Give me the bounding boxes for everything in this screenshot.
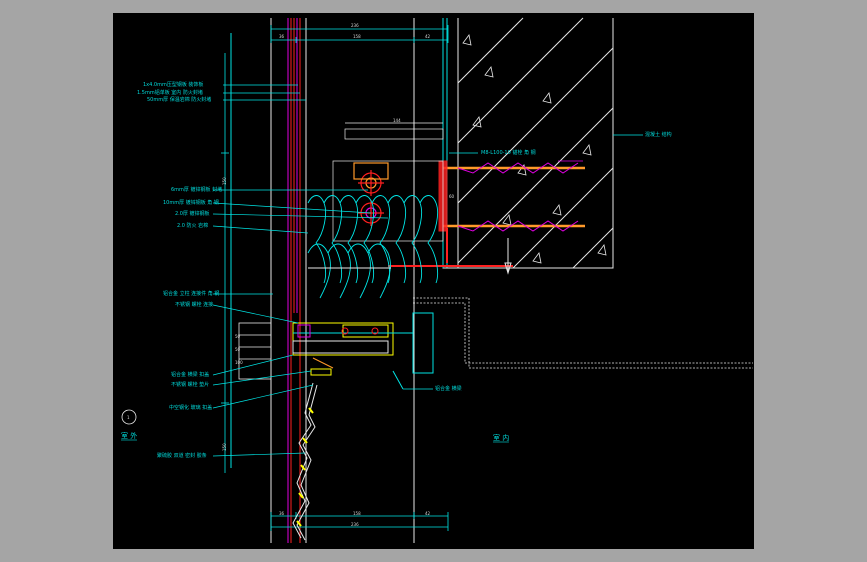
label-outside: 室 外 — [121, 431, 137, 440]
side-dimension — [221, 53, 229, 473]
concrete-slab — [442, 17, 614, 269]
dim-bottom-right: 42 — [425, 511, 431, 516]
label-note-top-1: 1x4.0mm压型钢板 装饰板 — [143, 81, 203, 88]
label-anchor: M8-L100-10 锚栓 角 钢 — [481, 149, 536, 156]
cad-drawing-canvas: 236 36 158 42 36 158 42 236 150 150 — [113, 13, 754, 549]
label-part-3: 铝合金 横梁 扣盖 — [171, 371, 209, 378]
dim-vertical-a: 150 — [222, 177, 227, 185]
concrete-aggregate-marks — [462, 34, 607, 264]
dim-bottom-total: 236 — [351, 522, 359, 527]
dim-side-a: 50 — [235, 334, 241, 339]
leader-lines — [212, 84, 643, 457]
label-layer-2: 10mm厚 镀锌钢板 角 钢 — [163, 199, 219, 206]
rock-wool-insulation — [307, 195, 439, 299]
dim-top-right: 42 — [425, 34, 431, 39]
label-part-2: 不锈钢 螺栓 连接 — [175, 301, 213, 308]
bracket-dimensions — [332, 122, 444, 242]
transom-assembly — [292, 312, 434, 390]
dim-anchor-top: 144 — [393, 118, 401, 123]
label-layer-1: 6mm厚 镀锌钢板 封堵 — [171, 186, 222, 193]
label-note-top-3: 50mm厚 保温岩棉 防火封堵 — [147, 96, 211, 103]
dim-bottom-mid: 158 — [353, 511, 361, 516]
label-concrete: 混凝土 结构 — [645, 131, 672, 138]
dim-side-c: 100 — [235, 360, 243, 365]
curtain-wall-section-drawing: 236 36 158 42 36 158 42 236 150 150 — [121, 17, 753, 543]
label-part-right: 铝合金 横梁 — [435, 385, 462, 392]
mullion-lines — [230, 18, 448, 543]
label-layer-4: 2.0 防火 岩棉 — [177, 222, 208, 229]
dim-top-total: 236 — [351, 23, 359, 28]
dim-top-mid: 158 — [353, 34, 361, 39]
dim-bottom-left: 36 — [279, 511, 285, 516]
dim-top-left: 36 — [279, 34, 285, 39]
label-part-4: 不锈钢 螺栓 垫片 — [171, 381, 209, 388]
lower-glass-panel — [292, 382, 318, 541]
dim-detail-a: 60 — [449, 194, 455, 199]
label-note-top-2: 1.5mm铝单板 室内 防火封堵 — [137, 89, 203, 96]
label-inside: 室 内 — [493, 433, 509, 442]
dim-vertical-b: 150 — [222, 443, 227, 451]
dim-side-b: 50 — [235, 347, 241, 352]
label-layer-3: 2.0厚 镀锌钢板 — [175, 210, 210, 217]
anchor-assembly — [388, 160, 585, 275]
label-part-1: 铝合金 立柱 连接件 角 钢 — [163, 290, 219, 297]
interior-wall-outline — [413, 297, 753, 369]
label-part-6: 聚硫胶 双道 密封 胶条 — [157, 452, 207, 459]
label-part-5: 中空钢化 玻璃 扣盖 — [169, 404, 212, 411]
detail-marker: 1 — [121, 409, 137, 425]
top-dimension-chain — [270, 25, 449, 43]
detail-marker-number: 1 — [127, 415, 130, 420]
bracket-bolts — [353, 162, 389, 226]
annotation-labels: 1x4.0mm压型钢板 装饰板 1.5mm铝单板 室内 防火封堵 50mm厚 保… — [137, 81, 672, 459]
glass-seal-marks — [296, 407, 314, 527]
glazing-bead — [238, 322, 272, 380]
